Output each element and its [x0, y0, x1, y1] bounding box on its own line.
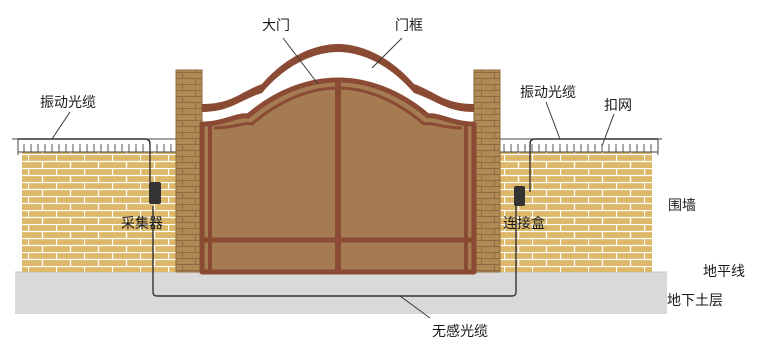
collector-device: [149, 182, 161, 204]
ground-line-label: 地平线: [703, 264, 745, 280]
left-pillar: [175, 69, 203, 273]
wall-label: 围墙: [668, 198, 696, 214]
gate-frame: [202, 44, 474, 112]
left-rail-ticks: [23, 144, 172, 152]
right-pillar: [473, 69, 501, 273]
insensitive-cable-path: [152, 206, 517, 297]
collector-label: 采集器: [121, 215, 163, 232]
leader-insensitive-cable: [399, 295, 431, 319]
junction-box-device: [514, 186, 525, 206]
leader-clasp-net: [601, 113, 615, 147]
underground-layer: [15, 272, 667, 314]
leader-gate: [282, 37, 319, 85]
gate-inner-arch: [213, 86, 463, 130]
gate-frame-label: 门框: [395, 18, 423, 34]
right-vibration-cable: [529, 138, 658, 192]
vibration-cable-right-label: 振动光缆: [520, 85, 576, 101]
left-wall: [22, 152, 177, 272]
leader-gate-frame: [371, 37, 403, 69]
left-vibration-cable: [18, 138, 151, 190]
underground-layer-label: 地下土层: [667, 293, 723, 309]
right-rail-ticks: [503, 144, 652, 152]
insensitive-cable-label: 无感光缆: [432, 323, 488, 340]
leader-vibration-left: [51, 111, 71, 140]
vibration-cable-left-label: 振动光缆: [40, 95, 96, 111]
junction-box-label: 连接盒: [503, 215, 545, 232]
clasp-net-label: 扣网: [604, 98, 632, 114]
leader-vibration-right: [545, 101, 561, 140]
right-wall: [500, 152, 652, 272]
gate-label: 大门: [262, 18, 290, 34]
